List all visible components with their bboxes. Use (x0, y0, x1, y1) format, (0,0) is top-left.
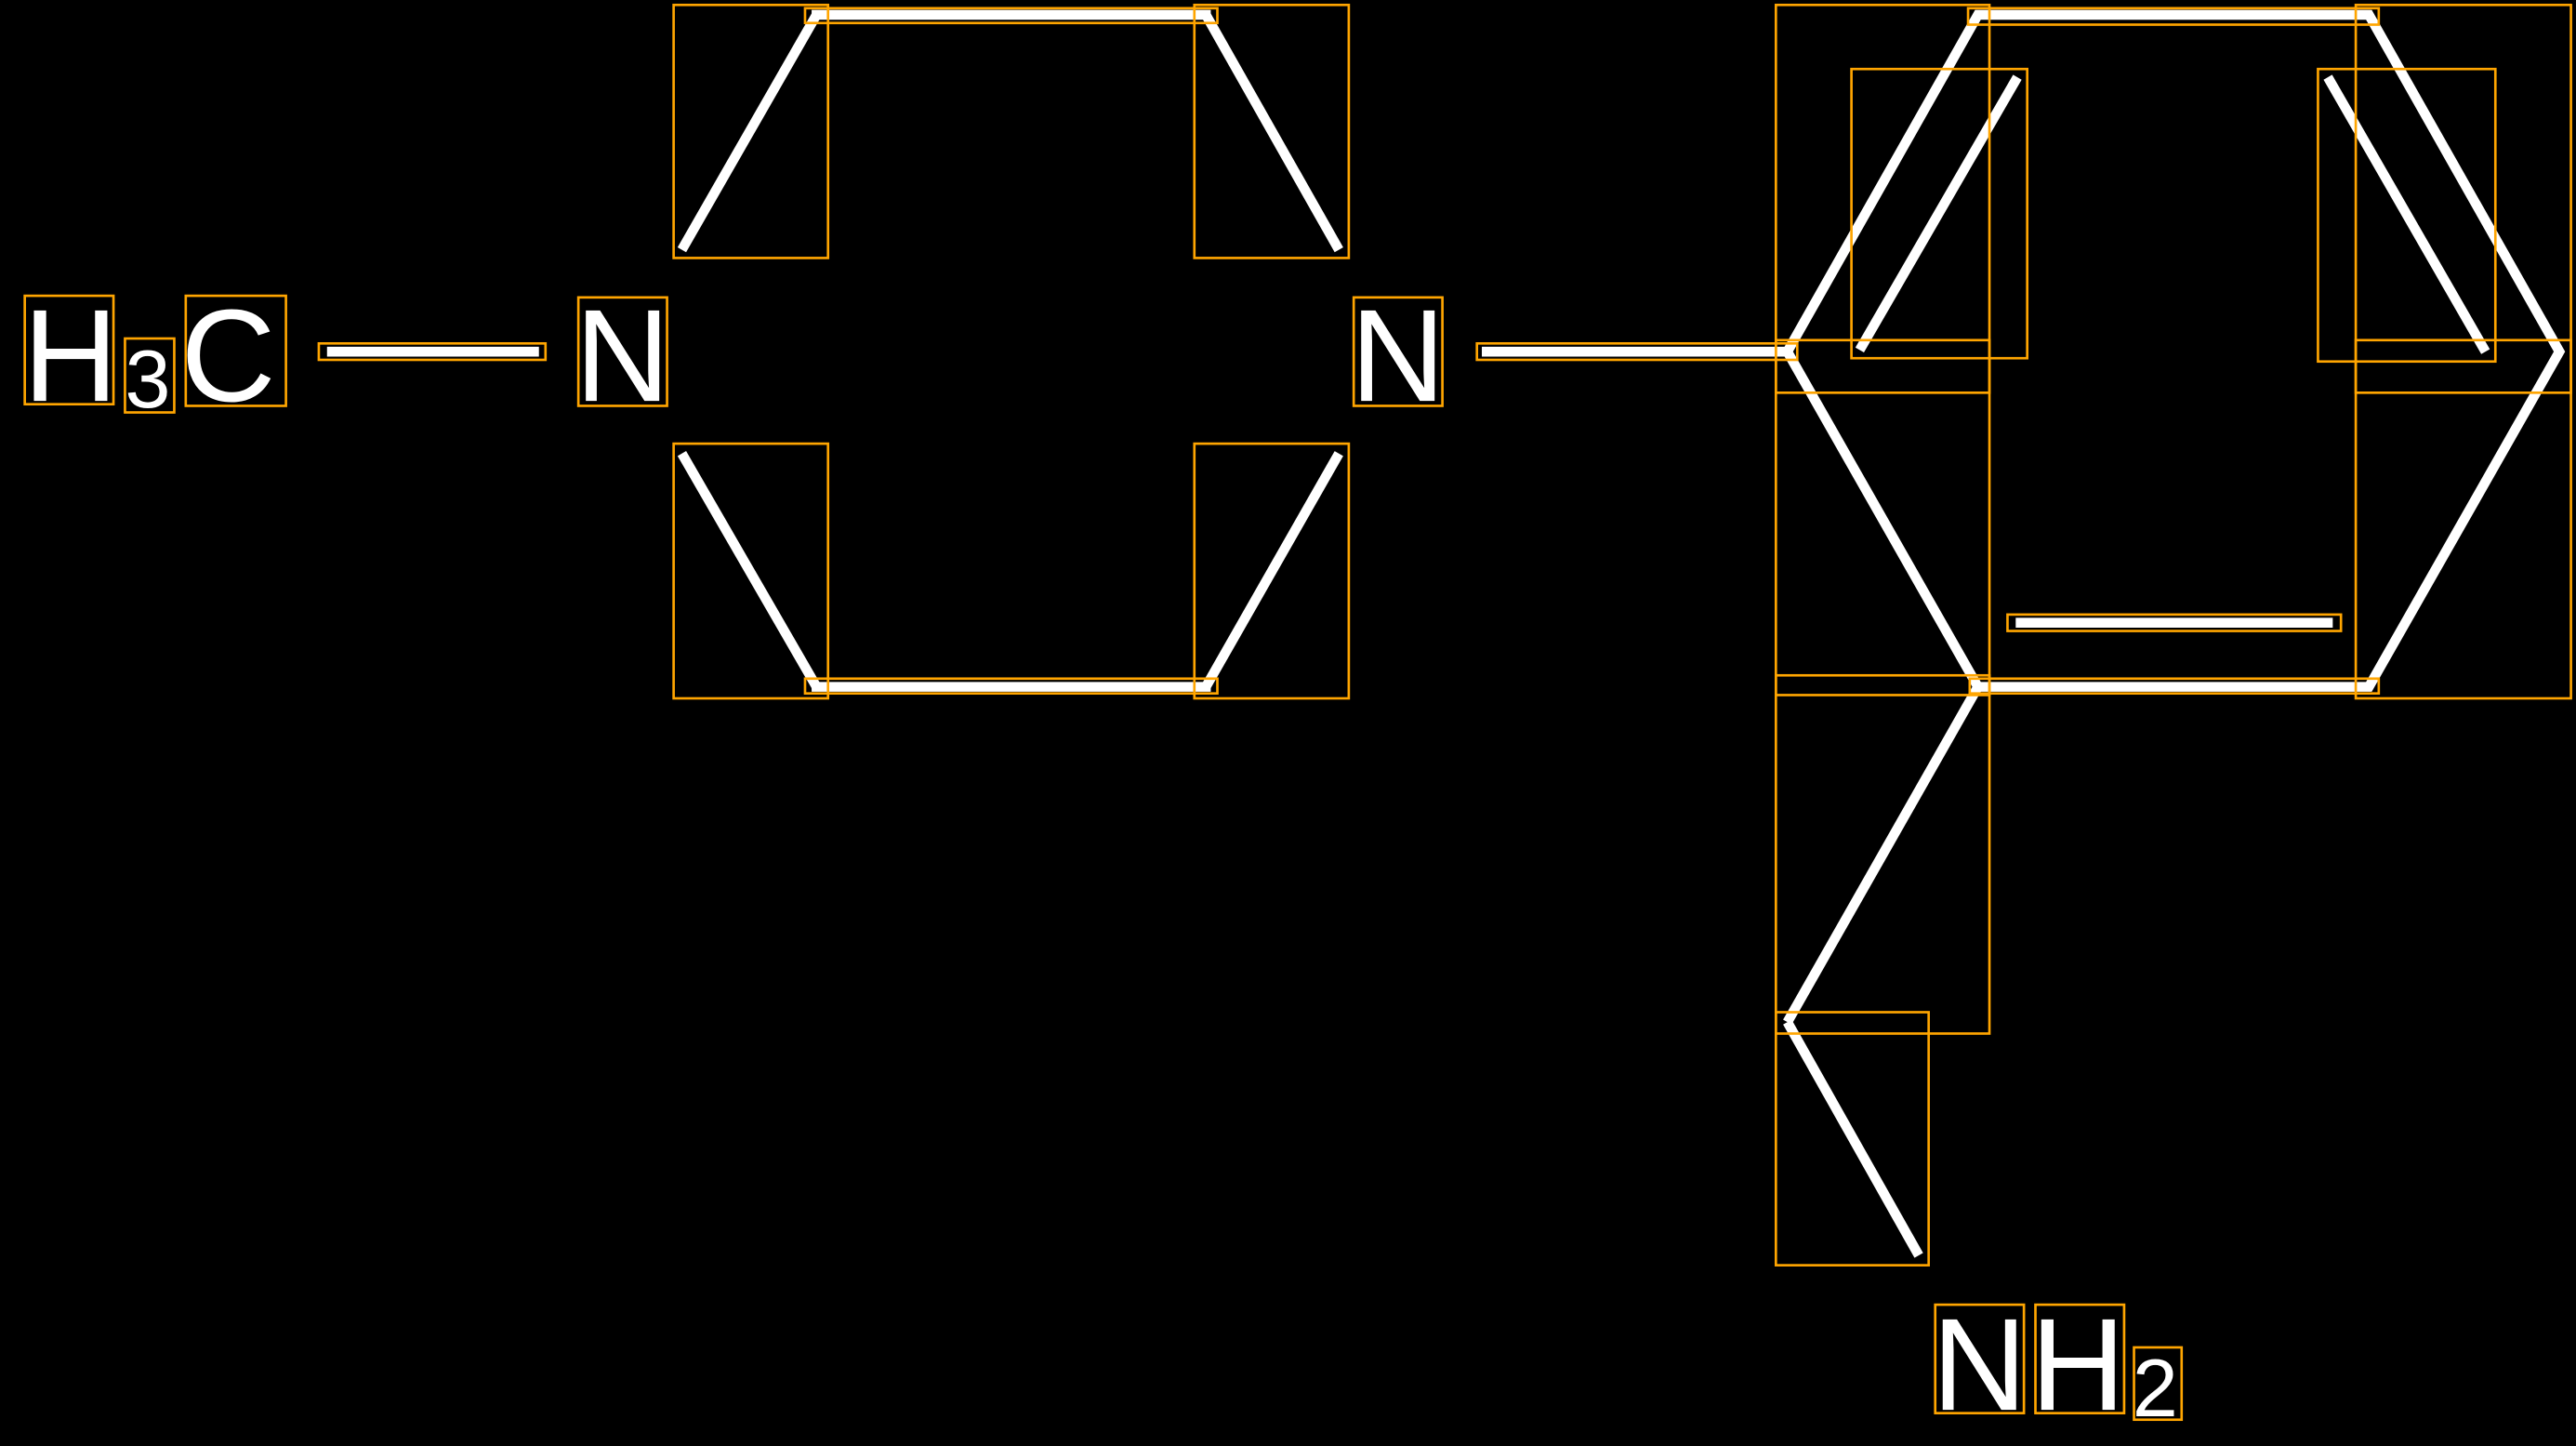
bbox (1934, 1303, 2026, 1414)
bbox (1774, 3, 1991, 394)
bbox (803, 7, 1219, 25)
piperazine-bond (1201, 451, 1343, 690)
atom-label: N (575, 282, 670, 429)
atom-label: H (23, 282, 118, 429)
bbox (317, 341, 548, 362)
bonds (326, 9, 2566, 1258)
bbox (2133, 1346, 2184, 1422)
bbox (23, 294, 115, 406)
piperazine-bond (1201, 12, 1343, 253)
bbox (1475, 341, 1799, 362)
bbox (2354, 338, 2572, 700)
chain-bond (1783, 684, 1983, 1025)
benzene-double-bond (1855, 74, 2022, 353)
bbox (1352, 296, 1444, 407)
bbox (2354, 3, 2572, 394)
bbox (1193, 3, 1351, 259)
bbox (672, 442, 830, 700)
bbox (124, 337, 176, 414)
benzene-double-bond (2323, 74, 2490, 354)
atom-label: N (1351, 282, 1446, 429)
bbox (2317, 67, 2497, 364)
bbox (2006, 613, 2343, 632)
bbox (1968, 677, 2381, 696)
bbox (1193, 442, 1351, 700)
bbox (672, 3, 830, 259)
bbox (2034, 1303, 2126, 1414)
atom-label: C (181, 282, 276, 429)
bbox (184, 294, 287, 407)
atom-subscript: 3 (125, 333, 170, 425)
bbox (1774, 1011, 1930, 1267)
bbox (576, 296, 668, 407)
bbox (1774, 338, 1991, 696)
bbox (803, 677, 1219, 696)
atom-label: N (1932, 1291, 2027, 1438)
benzene-ring (1781, 9, 2566, 692)
atom-label: H (2030, 1291, 2125, 1438)
bbox (1966, 7, 2381, 26)
piperazine-bond (677, 12, 821, 253)
chain-bond (1783, 1019, 1923, 1258)
piperazine-bond (677, 451, 821, 690)
bbox (1850, 67, 2028, 360)
bbox (1774, 673, 1991, 1035)
bounding-boxes (23, 3, 2572, 1422)
